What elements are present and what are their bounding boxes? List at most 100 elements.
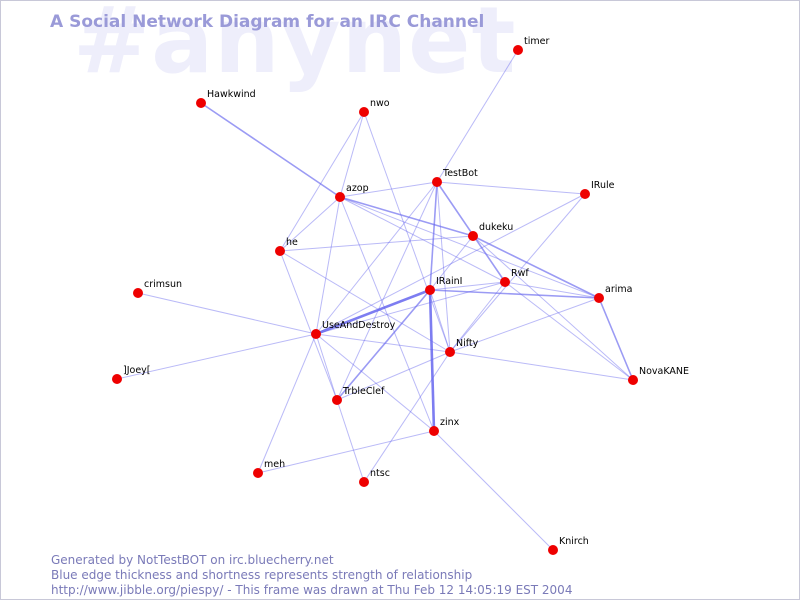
node-nifty: Nifty xyxy=(445,338,479,357)
node-meh: meh xyxy=(253,459,285,478)
node-label-knirch: Knirch xyxy=(559,536,589,547)
node-label-crimsun: crimsun xyxy=(144,279,182,290)
edge-arima-nifty xyxy=(449,297,600,353)
edge-irainl-trbleclef xyxy=(336,289,431,401)
channel-watermark: #anynet xyxy=(73,0,517,94)
edge-azop-rwf xyxy=(339,196,506,283)
edge-useanddestroy-meh xyxy=(257,333,317,474)
node-dot-ntsc xyxy=(359,477,369,487)
node-dot-meh xyxy=(253,468,263,478)
node-dot-arima xyxy=(594,293,604,303)
node-dot-trbleclef xyxy=(332,395,342,405)
node-zinx: zinx xyxy=(429,417,460,436)
node-joey: ]Joey[ xyxy=(112,365,151,384)
node-nwo: nwo xyxy=(359,98,390,117)
node-label-meh: meh xyxy=(264,459,285,470)
edge-nwo-azop xyxy=(339,111,365,198)
edge-testbot-nifty xyxy=(436,181,451,353)
node-novakane: NovaKANE xyxy=(628,366,689,385)
node-dot-he xyxy=(275,246,285,256)
node-crimsun: crimsun xyxy=(133,279,182,298)
edge-irainl-rwf xyxy=(429,281,506,291)
edge-zinx-knirch xyxy=(433,430,554,551)
edge-dukeku-he xyxy=(279,235,474,252)
edge-timer-testbot xyxy=(436,49,519,183)
edge-useanddestroy-joey xyxy=(116,333,317,380)
node-dot-hawkwind xyxy=(196,98,206,108)
node-hawkwind: Hawkwind xyxy=(196,89,256,108)
node-dot-nifty xyxy=(445,347,455,357)
edge-rwf-nifty xyxy=(449,281,506,353)
footer-timestamp-line: http://www.jibble.org/piespy/ - This fra… xyxy=(51,583,573,597)
edge-he-trbleclef xyxy=(279,250,338,401)
node-arima: arima xyxy=(594,284,632,303)
node-dot-useanddestroy xyxy=(311,329,321,339)
edge-azop-arima xyxy=(339,196,600,299)
node-useanddestroy: UseAndDestroy xyxy=(311,320,396,339)
node-label-irule: IRule xyxy=(591,180,615,191)
edge-useanddestroy-trbleclef xyxy=(315,333,338,401)
node-ntsc: ntsc xyxy=(359,468,390,487)
diagram-title: A Social Network Diagram for an IRC Chan… xyxy=(50,12,485,32)
edge-arima-novakane xyxy=(598,297,634,381)
edge-irainl-zinx xyxy=(428,289,436,432)
node-label-dukeku: dukeku xyxy=(479,222,513,233)
node-label-nifty: Nifty xyxy=(456,338,479,349)
node-irule: IRule xyxy=(580,180,615,199)
edge-irule-nifty xyxy=(449,193,586,353)
edge-testbot-useanddestroy xyxy=(315,181,438,335)
edge-rwf-novakane xyxy=(504,281,634,381)
edge-azop-zinx xyxy=(339,196,435,432)
node-irainl: IRainI xyxy=(425,276,462,295)
edge-irainl-arima xyxy=(429,289,600,299)
edge-zinx-meh xyxy=(257,430,435,474)
edge-testbot-azop xyxy=(339,181,438,198)
node-label-nwo: nwo xyxy=(370,98,390,109)
node-label-irainl: IRainI xyxy=(436,276,462,287)
node-label-useanddestroy: UseAndDestroy xyxy=(322,320,396,331)
edge-azop-useanddestroy xyxy=(315,196,341,335)
node-dot-zinx xyxy=(429,426,439,436)
node-dot-dukeku xyxy=(468,231,478,241)
edge-irule-useanddestroy xyxy=(315,193,586,335)
node-dot-testbot xyxy=(432,177,442,187)
footer-generator-line: Generated by NotTestBOT on irc.bluecherr… xyxy=(51,553,334,567)
node-dot-rwf xyxy=(500,277,510,287)
node-trbleclef: TrbleClef xyxy=(332,386,385,405)
node-dot-joey xyxy=(112,374,122,384)
edge-irainl-nifty xyxy=(429,289,451,353)
edge-testbot-trbleclef xyxy=(336,181,438,401)
node-label-timer: timer xyxy=(524,36,549,47)
edge-azop-he xyxy=(279,196,341,252)
node-label-testbot: TestBot xyxy=(442,168,478,179)
node-he: he xyxy=(275,237,298,256)
edge-testbot-irule xyxy=(436,181,586,195)
edge-useanddestroy-zinx xyxy=(315,333,435,432)
node-label-arima: arima xyxy=(605,284,632,295)
edge-he-nifty xyxy=(279,250,451,353)
edge-irainl-useanddestroy xyxy=(315,288,431,336)
node-testbot: TestBot xyxy=(432,168,478,187)
node-rwf: Rwf xyxy=(500,268,529,287)
edge-trbleclef-ntsc xyxy=(336,399,365,483)
node-label-azop: azop xyxy=(346,183,369,194)
footer: Generated by NotTestBOT on irc.bluecherr… xyxy=(51,553,572,598)
edge-nifty-novakane xyxy=(449,351,634,381)
node-dot-irainl xyxy=(425,285,435,295)
node-label-novakane: NovaKANE xyxy=(639,366,689,377)
node-azop: azop xyxy=(335,183,369,202)
edge-dukeku-arima xyxy=(472,235,600,299)
edge-hawkwind-azop xyxy=(200,102,341,198)
edge-nwo-he xyxy=(279,111,365,252)
edge-rwf-arima xyxy=(504,281,600,299)
node-dot-timer xyxy=(513,45,523,55)
node-label-trbleclef: TrbleClef xyxy=(342,386,385,397)
node-dot-novakane xyxy=(628,375,638,385)
node-label-hawkwind: Hawkwind xyxy=(207,89,256,100)
footer-legend-line: Blue edge thickness and shortness repres… xyxy=(51,568,473,582)
node-label-joey: ]Joey[ xyxy=(123,365,151,376)
edge-dukeku-irainl xyxy=(429,235,474,291)
